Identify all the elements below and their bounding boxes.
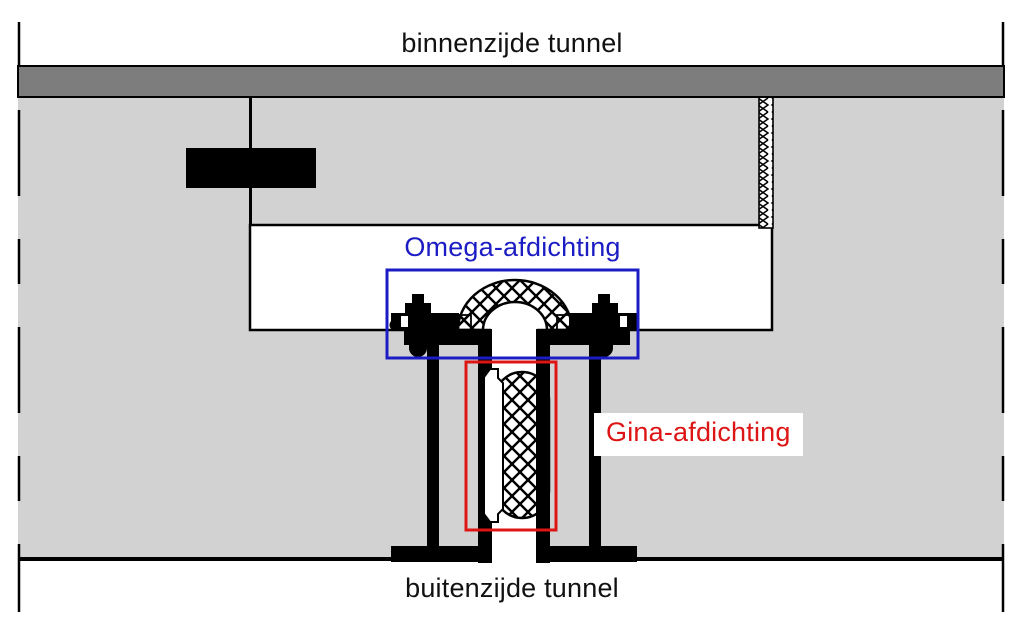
top-plate-right bbox=[536, 331, 630, 345]
shear-dowel bbox=[186, 148, 316, 188]
bolt-stem-left bbox=[412, 294, 424, 305]
floor-edge-right bbox=[536, 557, 1004, 561]
clamp-knob-left bbox=[389, 319, 401, 331]
clamp-knob-right bbox=[627, 319, 639, 331]
omega-clamp-right bbox=[569, 294, 639, 357]
skin-plate-left bbox=[427, 338, 439, 550]
inside-tunnel-label: binnenzijde tunnel bbox=[401, 28, 623, 58]
joint-filler-strip bbox=[758, 96, 774, 229]
omega-seal-label: Omega-afdichting bbox=[404, 232, 621, 262]
omega-callout-box bbox=[385, 268, 640, 360]
gina-nose bbox=[483, 368, 504, 523]
floor-edge-left bbox=[18, 557, 492, 561]
base-plate-right bbox=[536, 546, 637, 562]
gina-callout-box bbox=[464, 360, 558, 532]
outside-band bbox=[0, 561, 1024, 630]
base-plate-left bbox=[391, 546, 492, 562]
bolt-stem-right bbox=[598, 294, 610, 305]
outside-tunnel-label: buitenzijde tunnel bbox=[405, 573, 619, 603]
omega-clamp-left bbox=[389, 294, 459, 357]
roof-ballast-layer bbox=[17, 65, 1005, 98]
seal-chamber bbox=[248, 223, 774, 332]
gina-seal-label: Gina-afdichting bbox=[594, 413, 803, 456]
